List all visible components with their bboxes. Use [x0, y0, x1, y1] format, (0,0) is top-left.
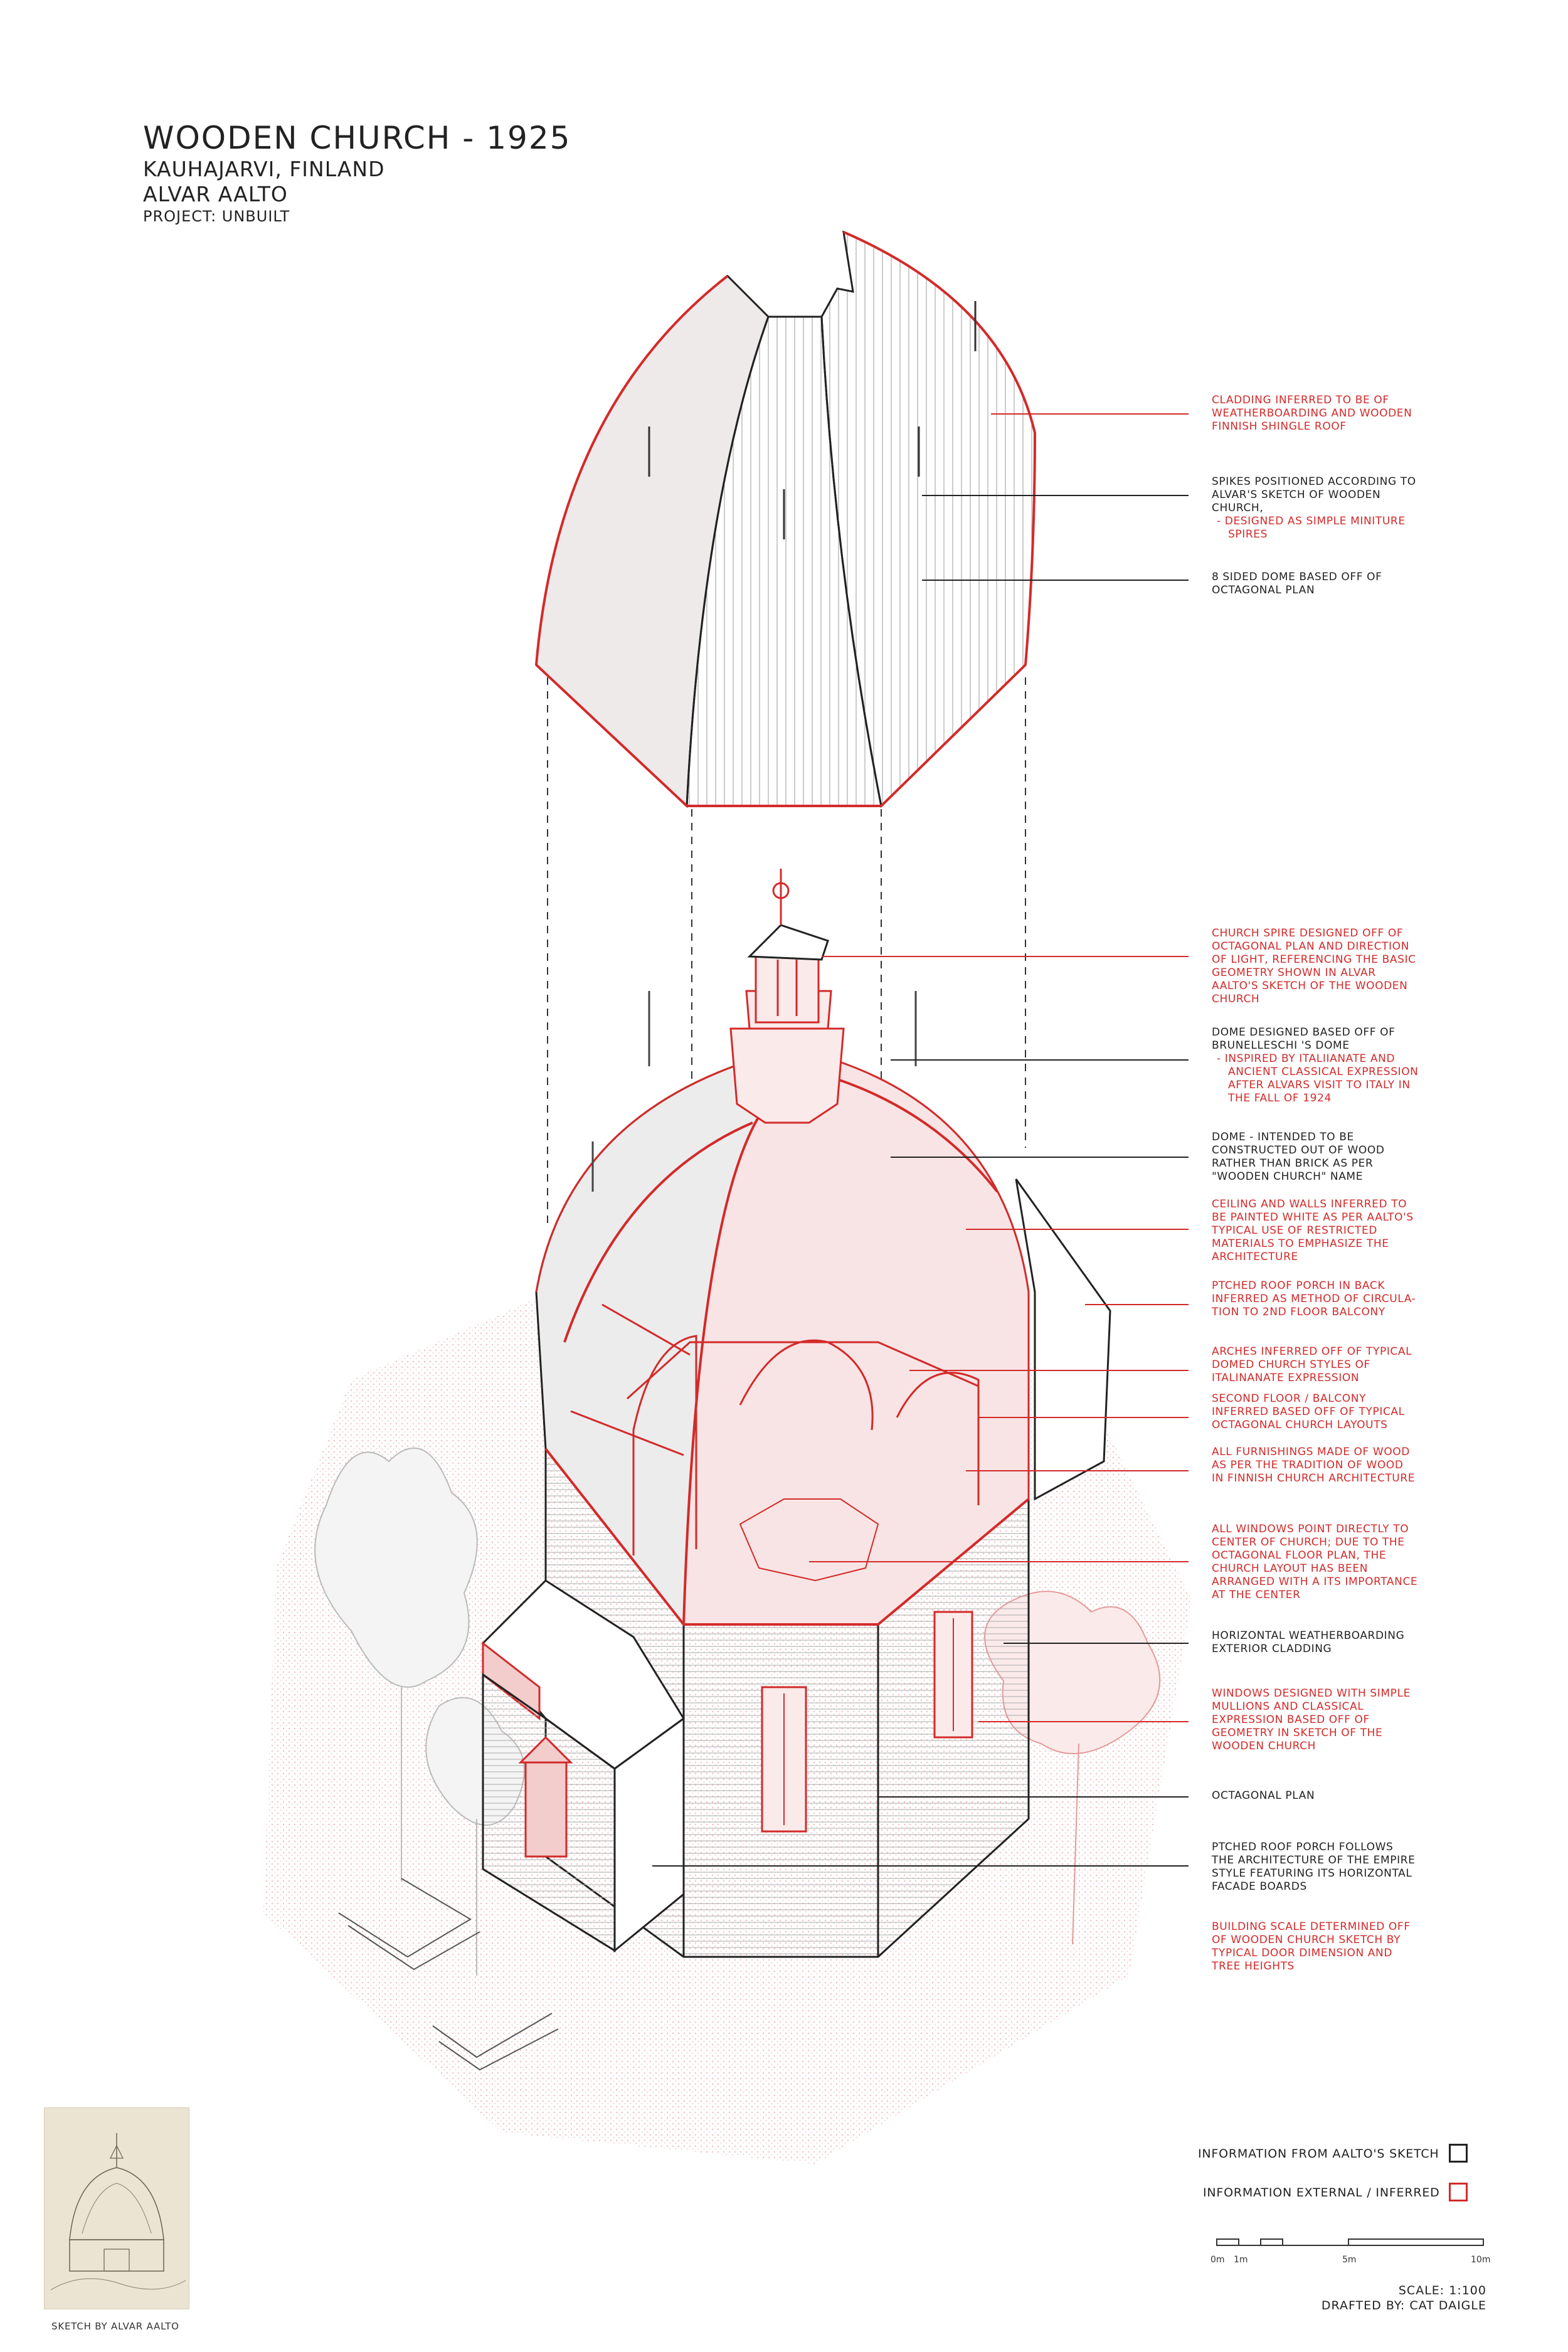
drafted-by: DRAFTED BY: CAT DAIGLE — [1321, 2299, 1486, 2312]
note-weatherboarding: HORIZONTAL WEATHERBOARDING EXTERIOR CLAD… — [1212, 1629, 1419, 1656]
note-back-porch: PTCHED ROOF PORCH IN BACK INFERRED AS ME… — [1212, 1279, 1419, 1319]
project-location: KAUHAJARVI, FINLAND — [143, 157, 385, 181]
note-text: ARCHES INFERRED OFF OF TYPICAL DOMED CHU… — [1212, 1345, 1412, 1384]
scale-tick-10: 10m — [1471, 2255, 1491, 2265]
note-furnishings: ALL FURNISHINGS MADE OF WOOD AS PER THE … — [1212, 1446, 1419, 1485]
note-text: BUILDING SCALE DETERMINED OFF OF WOODEN … — [1212, 1920, 1411, 1973]
note-brunelleschi: DOME DESIGNED BASED OFF OF BRUNELLESCHI … — [1212, 1026, 1419, 1105]
spike-marks — [648, 301, 977, 539]
note-ceiling-white: CEILING AND WALLS INFERRED TO BE PAINTED… — [1212, 1198, 1419, 1264]
note-balcony: SECOND FLOOR / BALCONY INFERRED BASED OF… — [1212, 1392, 1419, 1432]
note-octagonal-plan: OCTAGONAL PLAN — [1212, 1789, 1419, 1803]
note-text: WINDOWS DESIGNED WITH SIMPLE MULLIONS AN… — [1212, 1687, 1411, 1752]
note-front-porch: PTCHED ROOF PORCH FOLLOWS THE ARCHITECTU… — [1212, 1841, 1419, 1894]
note-eight-sided-dome: 8 SIDED DOME BASED OFF OF OCTAGONAL PLAN — [1212, 571, 1419, 597]
legend-inferred-swatch — [1449, 2183, 1468, 2201]
legend-inferred-label: INFORMATION EXTERNAL / INFERRED — [1203, 2186, 1440, 2200]
note-windows-center: ALL WINDOWS POINT DIRECTLY TO CENTER OF … — [1212, 1523, 1419, 1602]
exploded-dome — [535, 230, 1037, 808]
aalto-sketch-image — [44, 2107, 189, 2309]
note-text: OCTAGONAL PLAN — [1212, 1789, 1315, 1802]
scale-tick-0: 0m — [1210, 2255, 1225, 2265]
note-text: 8 SIDED DOME BASED OFF OF OCTAGONAL PLAN — [1212, 571, 1382, 596]
note-text: CLADDING INFERRED TO BE OF WEATHERBOARDI… — [1212, 394, 1412, 433]
note-text: SPIKES POSITIONED ACCORDING TO ALVAR'S S… — [1212, 475, 1416, 514]
note-text: CEILING AND WALLS INFERRED TO BE PAINTED… — [1212, 1198, 1414, 1263]
note-arches: ARCHES INFERRED OFF OF TYPICAL DOMED CHU… — [1212, 1345, 1419, 1385]
note-text: DOME - INTENDED TO BE CONSTRUCTED OUT OF… — [1212, 1131, 1385, 1183]
note-text: PTCHED ROOF PORCH FOLLOWS THE ARCHITECTU… — [1212, 1841, 1416, 1893]
note-cladding: CLADDING INFERRED TO BE OF WEATHERBOARDI… — [1212, 394, 1419, 433]
drum-windows — [761, 1611, 973, 1833]
floor-octagon — [739, 1498, 879, 1582]
note-text: PTCHED ROOF PORCH IN BACK INFERRED AS ME… — [1212, 1279, 1416, 1318]
project-title: WOODEN CHURCH - 1925 — [143, 120, 571, 156]
legend-sketch-label: INFORMATION FROM AALTO'S SKETCH — [1198, 2147, 1439, 2161]
scale-bar — [1216, 2238, 1484, 2246]
leader-lines — [652, 413, 1189, 1867]
legend-sketch-swatch — [1449, 2144, 1468, 2163]
note-building-scale: BUILDING SCALE DETERMINED OFF OF WOODEN … — [1212, 1920, 1419, 1973]
ground-paths — [338, 1878, 559, 2071]
note-text: ALL WINDOWS POINT DIRECTLY TO CENTER OF … — [1212, 1523, 1418, 1601]
note-window-mullions: WINDOWS DESIGNED WITH SIMPLE MULLIONS AN… — [1212, 1687, 1419, 1753]
note-spikes: SPIKES POSITIONED ACCORDING TO ALVAR'S S… — [1212, 475, 1419, 541]
sketch-caption: SKETCH BY ALVAR AALTO — [51, 2321, 179, 2332]
note-text: SECOND FLOOR / BALCONY INFERRED BASED OF… — [1212, 1392, 1405, 1431]
scale-tick-5: 5m — [1342, 2255, 1357, 2265]
note-text: CHURCH SPIRE DESIGNED OFF OF OCTAGONAL P… — [1212, 927, 1416, 1005]
project-status: PROJECT: UNBUILT — [143, 208, 290, 225]
note-text: DOME DESIGNED BASED OFF OF BRUNELLESCHI … — [1212, 1026, 1396, 1052]
back-porch — [1015, 1179, 1111, 1501]
note-subtext: INSPIRED BY ITALIIANATE AND ANCIENT CLAS… — [1212, 1052, 1419, 1105]
footer: SCALE: 1:100 DRAFTED BY: CAT DAIGLE — [1322, 2283, 1486, 2313]
church-body — [481, 869, 1111, 1958]
note-text: ALL FURNISHINGS MADE OF WOOD AS PER THE … — [1212, 1446, 1416, 1485]
note-wood-dome: DOME - INTENDED TO BE CONSTRUCTED OUT OF… — [1212, 1131, 1419, 1184]
front-porch — [481, 1579, 686, 1953]
note-text: HORIZONTAL WEATHERBOARDING EXTERIOR CLAD… — [1212, 1629, 1405, 1655]
note-subtext: DESIGNED AS SIMPLE MINITURE SPIRES — [1212, 515, 1419, 541]
lantern-spire — [729, 869, 845, 1124]
balcony-ring — [626, 1341, 979, 1400]
project-architect: ALVAR AALTO — [143, 182, 288, 206]
scale-tick-1: 1m — [1234, 2255, 1248, 2265]
dome-ribs — [563, 1071, 999, 1625]
note-spire: CHURCH SPIRE DESIGNED OFF OF OCTAGONAL P… — [1212, 927, 1419, 1006]
title-block: WOODEN CHURCH - 1925 KAUHAJARVI, FINLAND… — [143, 119, 571, 226]
drawing-scale: SCALE: 1:100 — [1398, 2284, 1486, 2297]
